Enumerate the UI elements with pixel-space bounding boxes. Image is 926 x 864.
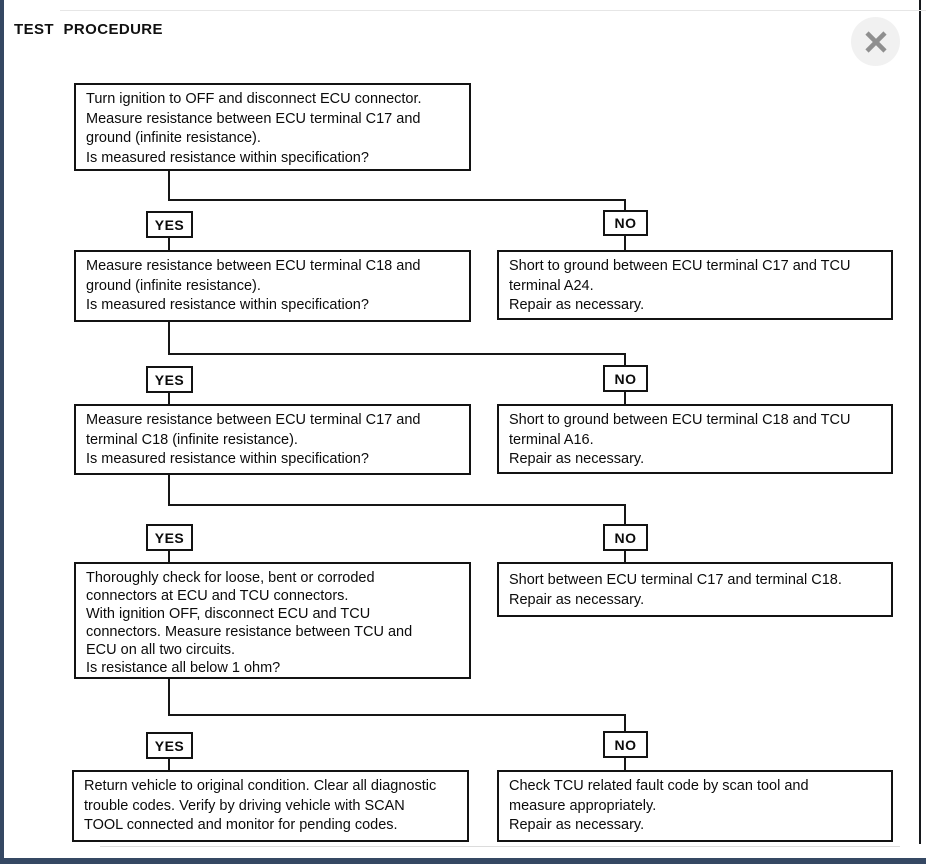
- flow-step-4: Thoroughly check for loose, bent or corr…: [74, 562, 471, 679]
- connector-line: [168, 199, 626, 201]
- flow-text-line: Repair as necessary.: [509, 451, 645, 467]
- page-edge-bottom: [0, 858, 926, 864]
- flow-no-result-1: Short to ground between ECU terminal C17…: [497, 250, 893, 320]
- yes-text: YES: [154, 371, 185, 388]
- flow-text-line: With ignition OFF, disconnect ECU and TC…: [86, 605, 371, 622]
- connector-line: [624, 716, 626, 731]
- flow-text-line: Short to ground between ECU terminal C17…: [509, 258, 851, 274]
- yes-text: YES: [154, 737, 185, 754]
- flow-text-line: connectors. Measure resistance between T…: [86, 623, 413, 640]
- flow-text-line: ground (infinite resistance).: [86, 130, 261, 146]
- scan-artifact-line: [100, 846, 900, 847]
- flow-step-2: Measure resistance between ECU terminal …: [74, 250, 471, 322]
- yes-label-3: YES: [146, 524, 193, 551]
- connector-line: [624, 355, 626, 365]
- flow-text-line: ground (infinite resistance).: [86, 277, 261, 294]
- connector-line: [168, 393, 170, 404]
- flow-no-result-4: Check TCU related fault code by scan too…: [497, 770, 893, 842]
- page-edge-left: [0, 0, 4, 864]
- connector-line: [168, 353, 626, 355]
- flow-text-line: Repair as necessary.: [509, 817, 645, 833]
- connector-line: [624, 506, 626, 524]
- flow-text-line: Is measured resistance within specificat…: [86, 149, 369, 166]
- flow-step-3: Measure resistance between ECU terminal …: [74, 404, 471, 475]
- no-text: NO: [614, 370, 637, 387]
- no-text: NO: [614, 529, 637, 546]
- close-button[interactable]: [851, 17, 900, 66]
- flow-text-line: Measure resistance between ECU terminal …: [86, 258, 421, 274]
- flow-text-line: terminal A16.: [509, 431, 594, 448]
- yes-text: YES: [154, 216, 185, 233]
- close-icon: [864, 30, 887, 53]
- flow-text-line: Is measured resistance within specificat…: [86, 451, 369, 467]
- flow-text-line: measure appropriately.: [509, 797, 657, 814]
- flow-text-line: ECU on all two circuits.: [86, 641, 236, 658]
- flow-text-line: Thoroughly check for loose, bent or corr…: [86, 570, 375, 586]
- flow-text-line: trouble codes. Verify by driving vehicle…: [84, 797, 405, 814]
- flow-text-line: Measure resistance between ECU terminal …: [86, 110, 421, 127]
- connector-line: [168, 322, 170, 355]
- flow-text-line: Measure resistance between ECU terminal …: [86, 412, 421, 428]
- flow-text-line: Is measured resistance within specificat…: [86, 297, 369, 313]
- flow-no-result-2: Short to ground between ECU terminal C18…: [497, 404, 893, 474]
- connector-line: [168, 551, 170, 562]
- flow-text-line: terminal C18 (infinite resistance).: [86, 431, 298, 448]
- scan-artifact-line: [60, 10, 926, 11]
- flow-text-line: TOOL connected and monitor for pending c…: [84, 817, 398, 833]
- page-title: TEST PROCEDURE: [14, 21, 163, 38]
- flow-text-line: terminal A24.: [509, 277, 594, 294]
- flow-text-line: Is resistance all below 1 ohm?: [86, 659, 281, 676]
- flow-text-line: Return vehicle to original condition. Cl…: [84, 778, 437, 794]
- no-label-3: NO: [603, 524, 648, 551]
- no-label-2: NO: [603, 365, 648, 392]
- flow-text-line: Repair as necessary.: [509, 297, 645, 313]
- connector-line: [624, 758, 626, 770]
- flow-text-line: Turn ignition to OFF and disconnect ECU …: [86, 91, 422, 107]
- yes-text: YES: [154, 529, 185, 546]
- connector-line: [168, 475, 170, 506]
- connector-line: [168, 714, 626, 716]
- no-label-1: NO: [603, 210, 648, 236]
- no-label-4: NO: [603, 731, 648, 758]
- connector-line: [168, 504, 626, 506]
- connector-line: [624, 551, 626, 562]
- flow-text-line: connectors at ECU and TCU connectors.: [86, 587, 349, 604]
- flow-text-line: Repair as necessary.: [509, 591, 645, 608]
- connector-line: [624, 201, 626, 211]
- flow-text-line: Check TCU related fault code by scan too…: [509, 778, 809, 794]
- flow-step-5: Return vehicle to original condition. Cl…: [72, 770, 469, 842]
- no-text: NO: [614, 215, 637, 231]
- flow-text-line: Short to ground between ECU terminal C18…: [509, 412, 851, 428]
- no-text: NO: [614, 736, 637, 753]
- connector-line: [168, 759, 170, 770]
- connector-line: [624, 392, 626, 404]
- flow-no-result-3: Short between ECU terminal C17 and termi…: [497, 562, 893, 617]
- yes-label-1: YES: [146, 211, 193, 238]
- flow-step-1: Turn ignition to OFF and disconnect ECU …: [74, 83, 471, 171]
- flow-text-line: Short between ECU terminal C17 and termi…: [509, 572, 842, 588]
- connector-line: [168, 171, 170, 201]
- yes-label-2: YES: [146, 366, 193, 393]
- connector-line: [168, 238, 170, 251]
- connector-line: [624, 236, 626, 251]
- connector-line: [168, 679, 170, 716]
- page-edge-right: [919, 0, 921, 844]
- yes-label-4: YES: [146, 732, 193, 759]
